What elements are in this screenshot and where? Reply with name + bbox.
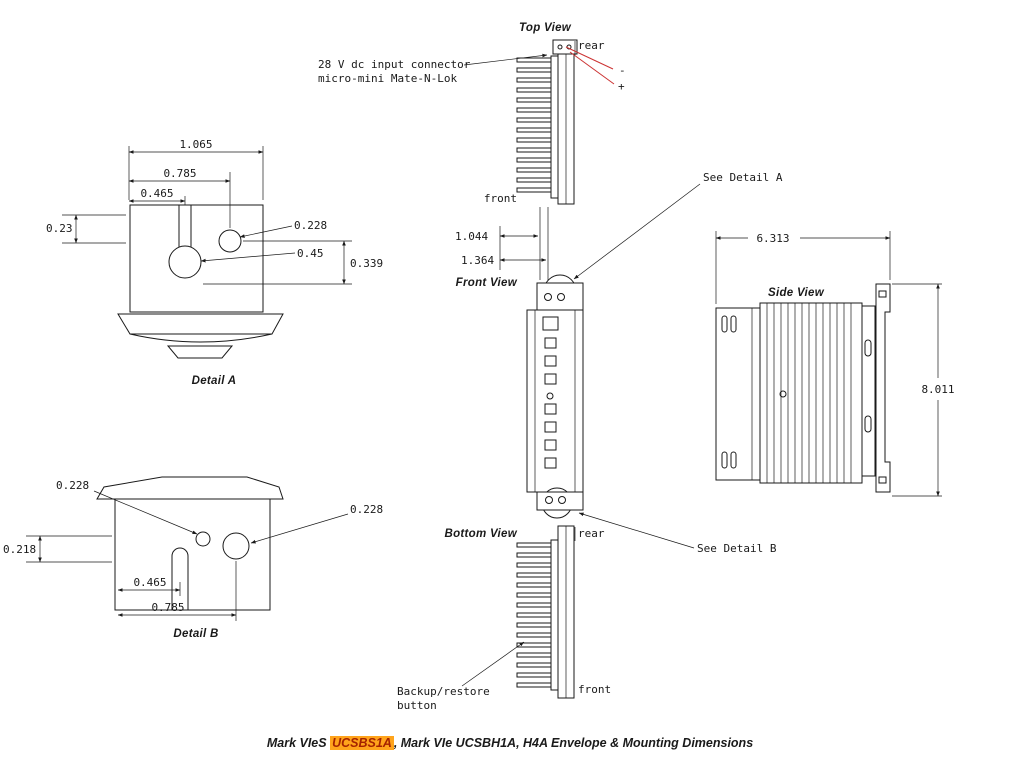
detail-a-keyhole bbox=[168, 245, 202, 279]
see-detail-a-label: See Detail A bbox=[703, 171, 783, 184]
side-view: Side View bbox=[715, 231, 955, 497]
detail-b: 0.228 0.228 0.218 0.465 0.785 Detail B bbox=[3, 476, 383, 640]
detail-a-dim-hole: 0.228 bbox=[239, 219, 327, 238]
detail-a-dim-inner: 0.465 bbox=[128, 187, 186, 205]
detail-a-dim-keyhole: 0.45 bbox=[200, 247, 324, 263]
top-view-fin-spine bbox=[550, 55, 559, 199]
side-view-label: Side View bbox=[768, 287, 825, 299]
detail-b-dim-mid: 0.785 bbox=[117, 561, 237, 621]
detail-b-dim-height: 0.218 bbox=[3, 535, 112, 563]
bottom-view-label: Bottom View bbox=[444, 528, 517, 540]
detail-a-dim-mid: 0.785 bbox=[128, 167, 231, 228]
dim-0228-b-right: 0.228 bbox=[350, 503, 383, 516]
side-view-width-dimension: 6.313 bbox=[715, 231, 891, 304]
backup-button-leader bbox=[461, 641, 525, 687]
dim-0228-a: 0.228 bbox=[294, 219, 327, 232]
front-view-label: Front View bbox=[456, 277, 518, 289]
caption-part1: Mark VIeS bbox=[266, 736, 331, 750]
figure-caption: Mark VIeS UCSBS1A, Mark VIe UCSBH1A, H4A… bbox=[0, 736, 1020, 750]
caption-part2: , Mark VIe UCSBH1A, H4A Envelope & Mount… bbox=[393, 736, 754, 750]
dim-0218: 0.218 bbox=[3, 543, 36, 556]
polarity-plus-label: + bbox=[618, 80, 625, 93]
detail-a-dim-top-offset: 0.23 bbox=[46, 214, 126, 244]
top-view-rear-label: rear bbox=[578, 39, 605, 52]
dim-023: 0.23 bbox=[46, 222, 73, 235]
side-view-right-bracket bbox=[861, 283, 891, 493]
dim-0465-a: 0.465 bbox=[140, 187, 173, 200]
front-view-bottom-tab bbox=[536, 487, 584, 519]
side-view-left-plate bbox=[715, 307, 761, 481]
detail-b-hole bbox=[222, 532, 250, 560]
bottom-view-fins bbox=[516, 542, 552, 688]
front-view: Front View 1.044 1.364 bbox=[455, 171, 783, 555]
connector-leader-line bbox=[463, 53, 548, 66]
detail-b-label: Detail B bbox=[173, 628, 218, 640]
polarity-minus-label: - bbox=[619, 64, 626, 77]
dc-input-connector bbox=[552, 39, 578, 55]
dim-1364: 1.364 bbox=[461, 254, 494, 267]
detail-a-part bbox=[117, 204, 284, 359]
dim-0785-a: 0.785 bbox=[163, 167, 196, 180]
detail-b-small-hole bbox=[195, 531, 211, 547]
front-view-top-tab bbox=[536, 274, 584, 311]
polarity-minus-leader bbox=[565, 46, 614, 70]
see-detail-a-leader bbox=[573, 183, 701, 280]
bottom-view-rear-label: rear bbox=[578, 527, 605, 540]
front-view-dimensions: 1.044 1.364 bbox=[455, 207, 549, 288]
dim-0339: 0.339 bbox=[350, 257, 383, 270]
top-view-fins bbox=[516, 57, 552, 193]
detail-a-label: Detail A bbox=[192, 375, 237, 387]
front-view-body bbox=[526, 309, 584, 493]
connector-annotation-line1: 28 V dc input connector bbox=[318, 58, 471, 71]
dim-6313: 6.313 bbox=[756, 232, 789, 245]
bottom-view-front-label: front bbox=[578, 683, 611, 696]
bottom-view: Bottom View rear front Backup/restore bu… bbox=[397, 525, 611, 712]
detail-a-hole bbox=[218, 229, 242, 253]
detail-a: 1.065 0.785 0.465 0.23 0.228 0.45 bbox=[46, 138, 383, 387]
side-view-height-dimension: 8.011 bbox=[892, 283, 955, 497]
see-detail-b-leader bbox=[578, 512, 695, 549]
dim-0785-b: 0.785 bbox=[151, 601, 184, 614]
detail-b-dim-inner: 0.465 bbox=[117, 576, 181, 596]
detail-a-dim-vertical-offset: 0.339 bbox=[203, 240, 383, 285]
top-view: Top View rear front bbox=[318, 22, 626, 205]
dim-1044: 1.044 bbox=[455, 230, 488, 243]
dim-0228-b-left: 0.228 bbox=[56, 479, 89, 492]
backup-button-annotation-line2: button bbox=[397, 699, 437, 712]
dim-0465-b: 0.465 bbox=[133, 576, 166, 589]
top-view-label: Top View bbox=[519, 22, 572, 34]
see-detail-b-label: See Detail B bbox=[697, 542, 777, 555]
polarity-plus-leader bbox=[569, 51, 615, 85]
top-view-front-label: front bbox=[484, 192, 517, 205]
connector-annotation-line2: micro-mini Mate-N-Lok bbox=[318, 72, 457, 85]
dim-1065: 1.065 bbox=[179, 138, 212, 151]
dim-045: 0.45 bbox=[297, 247, 324, 260]
side-view-heat-sink bbox=[759, 302, 863, 484]
caption-highlight: UCSBS1A bbox=[330, 736, 394, 750]
detail-b-dim-hole-left: 0.228 bbox=[56, 479, 198, 535]
detail-a-dim-outer: 1.065 bbox=[128, 138, 264, 200]
detail-b-dim-hole-right: 0.228 bbox=[250, 503, 383, 544]
bottom-view-fin-spine bbox=[550, 539, 559, 691]
backup-button-annotation-line1: Backup/restore bbox=[397, 685, 490, 698]
dim-8011: 8.011 bbox=[921, 383, 954, 396]
